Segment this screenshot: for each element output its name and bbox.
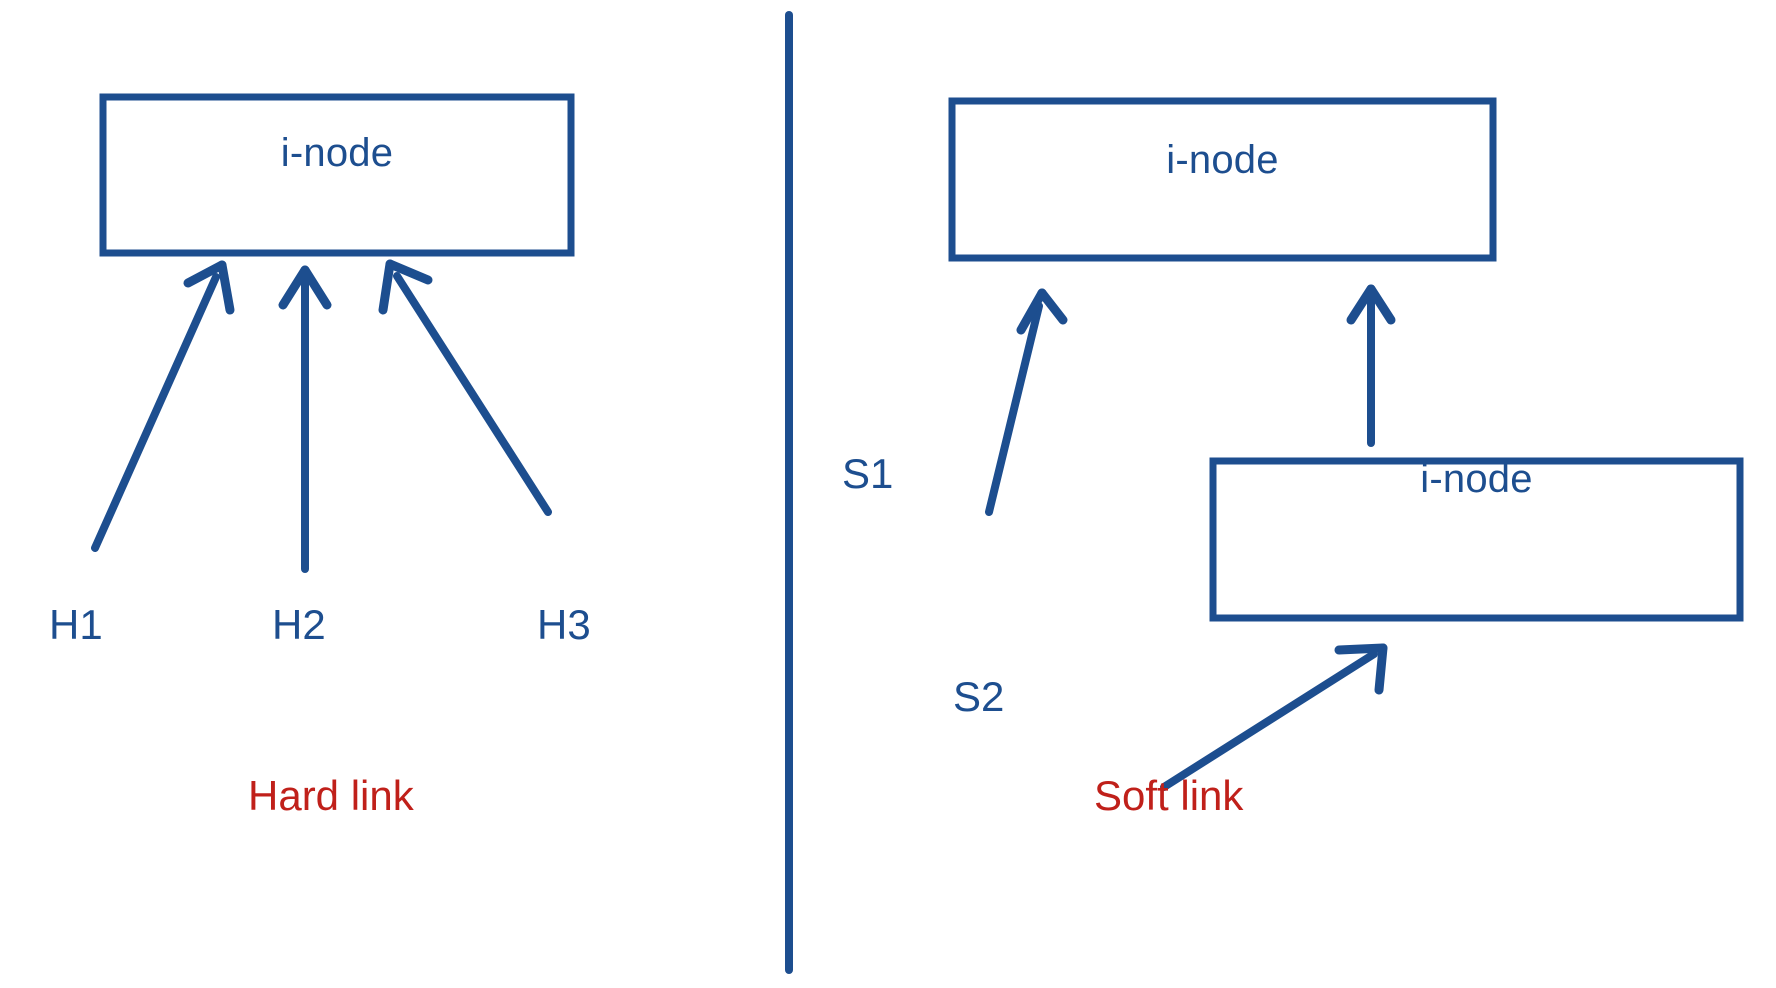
hard-link-label-h1: H1 [49,601,103,648]
soft-link-label-s2: S2 [953,673,1005,720]
arrow-h1 [91,260,235,552]
caption-soft-link: Soft link [1094,772,1244,819]
inode-label-soft-bottom: i-node [1420,457,1533,501]
hard-link-label-h2: H2 [272,601,326,648]
hard-link-label-h3: H3 [537,601,591,648]
inode-box-soft-bottom [1209,457,1744,622]
arrow-h3 [378,259,552,516]
caption-hard-link: Hard link [248,772,414,819]
arrow-s1 [985,288,1068,516]
inode-box-soft-top [948,97,1497,262]
soft-link-label-s1: S1 [842,450,894,497]
inode-label-hard: i-node [280,131,394,175]
inode-label-soft-top: i-node [1166,138,1279,182]
arrow-inode-to-inode [1346,284,1396,447]
arrow-s2 [1160,643,1388,791]
arrow-h2 [278,265,332,573]
inode-box-hard [99,93,575,257]
